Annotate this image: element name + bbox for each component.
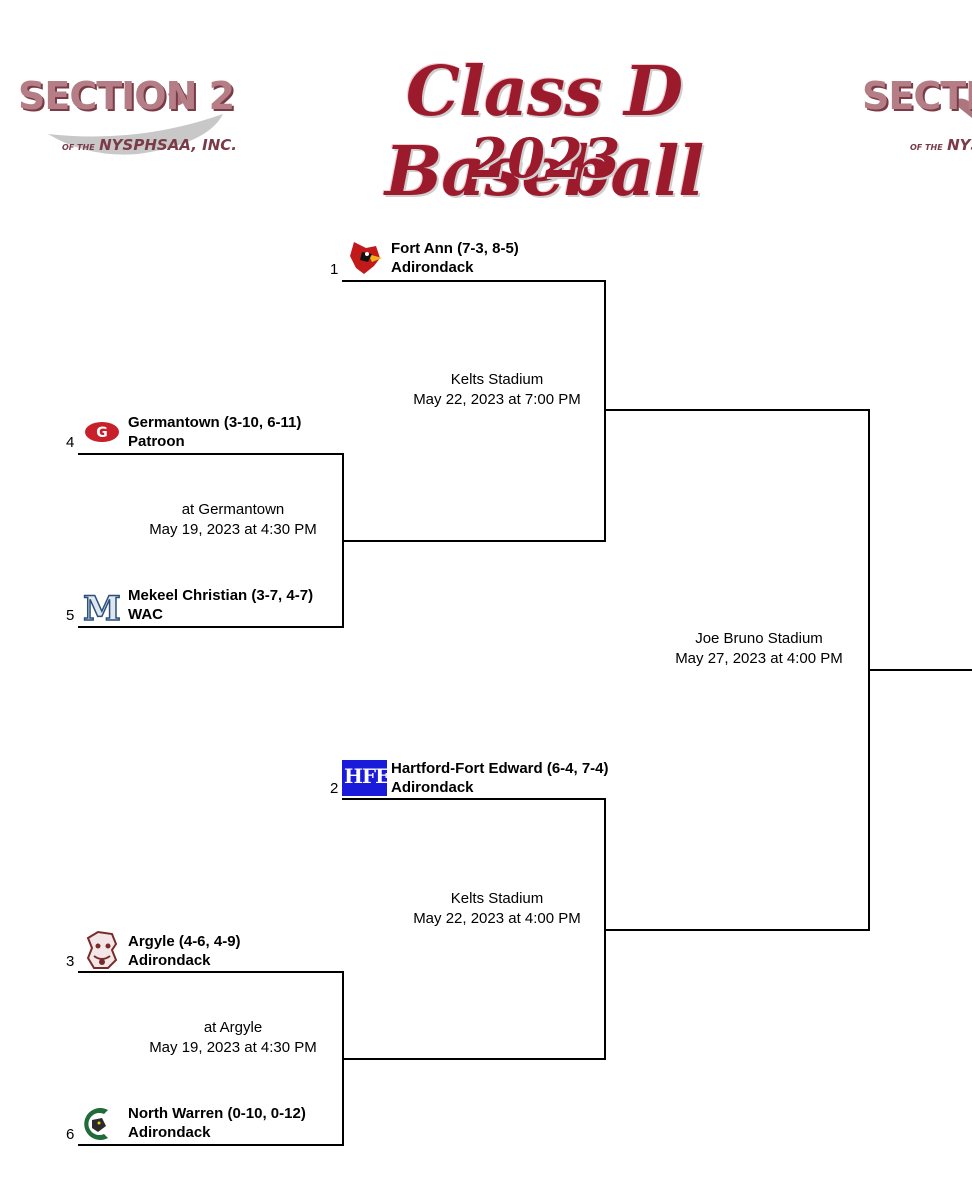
game-info-first-round-2: at Argyle May 19, 2023 at 4:30 PM	[130, 1018, 336, 1058]
bracket-line-seed-2	[342, 798, 606, 800]
team-entry-north-warren: North Warren (0-10, 0-12) Adirondack	[128, 1104, 306, 1142]
germantown-logo-letter: G	[96, 425, 108, 441]
bracket-line-game-1-winner	[342, 540, 606, 542]
game-info-semifinal-1: Kelts Stadium May 22, 2023 at 7:00 PM	[394, 370, 600, 410]
argyle-scot-icon	[86, 930, 118, 969]
team-entry-germantown: Germantown (3-10, 6-11) Patroon	[128, 413, 301, 451]
game-time: May 27, 2023 at 4:00 PM	[675, 650, 843, 667]
team-entry-fort-ann: Fort Ann (7-3, 8-5) Adirondack	[391, 239, 519, 277]
game-info-semifinal-2: Kelts Stadium May 22, 2023 at 4:00 PM	[394, 889, 600, 929]
game-info-final: Joe Bruno Stadium May 27, 2023 at 4:00 P…	[656, 629, 862, 669]
section-2-name: SECTIO	[862, 74, 972, 118]
game-time: May 19, 2023 at 4:30 PM	[149, 1039, 317, 1056]
section-2-sub-prefix: OF THE	[62, 143, 95, 152]
mekeel-logo-letter: M	[83, 590, 121, 624]
section-2-sub: NYSPHSAA, INC.	[99, 136, 237, 154]
bracket-line-semi-2-winner	[604, 929, 870, 931]
team-name: Germantown (3-10, 6-11)	[128, 414, 302, 431]
bracket-line-champion	[868, 669, 972, 671]
bracket-connector-top-semi	[604, 280, 606, 542]
game-venue: at Germantown	[181, 501, 285, 518]
seed-number: 1	[330, 261, 339, 278]
bracket-line-seed-3	[78, 971, 344, 973]
team-entry-argyle: Argyle (4-6, 4-9) Adirondack	[128, 932, 241, 970]
team-league: Adirondack	[128, 952, 211, 969]
bracket-line-semi-1-winner	[604, 409, 870, 411]
seed-number: 3	[66, 953, 75, 970]
game-venue: Joe Bruno Stadium	[695, 630, 823, 647]
team-name: Argyle (4-6, 4-9)	[128, 933, 241, 950]
hfe-logo-icon: HFE	[342, 760, 390, 796]
cardinal-icon	[350, 242, 382, 274]
section-2-logo-left: SECTION 2 OF THE NYSPHSAA, INC.	[18, 74, 237, 164]
game-time: May 19, 2023 at 4:30 PM	[149, 521, 317, 538]
section-2-sub-prefix: OF THE	[910, 143, 943, 152]
seed-number: 5	[66, 607, 75, 624]
game-venue: Kelts Stadium	[450, 371, 544, 388]
bracket-line-seed-6	[78, 1144, 344, 1146]
seed-number: 2	[330, 780, 339, 797]
section-2-sub: NYSP	[947, 136, 972, 154]
team-league: Adirondack	[128, 1124, 211, 1141]
hfe-logo-text: HFE	[344, 764, 390, 788]
game-venue: at Argyle	[203, 1019, 263, 1036]
germantown-logo-icon: G	[85, 422, 119, 442]
mekeel-logo-icon: M	[82, 590, 121, 624]
team-name: Hartford-Fort Edward (6-4, 7-4)	[391, 760, 609, 777]
page-title: Class D Baseball	[384, 52, 704, 212]
team-league: WAC	[128, 606, 163, 623]
section-2-name: SECTION 2	[18, 74, 235, 118]
page-year: 2023	[469, 126, 621, 190]
game-time: May 22, 2023 at 4:00 PM	[413, 910, 581, 927]
team-name: North Warren (0-10, 0-12)	[128, 1105, 306, 1122]
team-name: Fort Ann (7-3, 8-5)	[391, 240, 519, 257]
team-league: Adirondack	[391, 779, 474, 796]
bracket-line-seed-1	[342, 280, 606, 282]
north-warren-cougar-icon	[84, 1108, 108, 1140]
game-time: May 22, 2023 at 7:00 PM	[413, 391, 581, 408]
seed-number: 4	[66, 434, 75, 451]
section-2-swoosh-icon	[952, 98, 972, 118]
team-name: Mekeel Christian (3-7, 4-7)	[128, 587, 314, 604]
team-league: Patroon	[128, 433, 185, 450]
team-entry-mekeel-christian: Mekeel Christian (3-7, 4-7) WAC	[128, 586, 313, 624]
seed-number: 6	[66, 1126, 75, 1143]
bracket-line-seed-4	[78, 453, 344, 455]
section-2-logo-right: SECTIO OF THE NYSP	[862, 74, 972, 164]
bracket-line-seed-5	[78, 626, 344, 628]
team-entry-hartford-fort-edward: Hartford-Fort Edward (6-4, 7-4) Adironda…	[391, 759, 609, 797]
game-venue: Kelts Stadium	[450, 890, 544, 907]
section-2-swoosh-icon	[48, 90, 223, 155]
game-info-first-round-1: at Germantown May 19, 2023 at 4:30 PM	[130, 500, 336, 540]
team-league: Adirondack	[391, 259, 474, 276]
bracket-line-game-3-winner	[342, 1058, 606, 1060]
